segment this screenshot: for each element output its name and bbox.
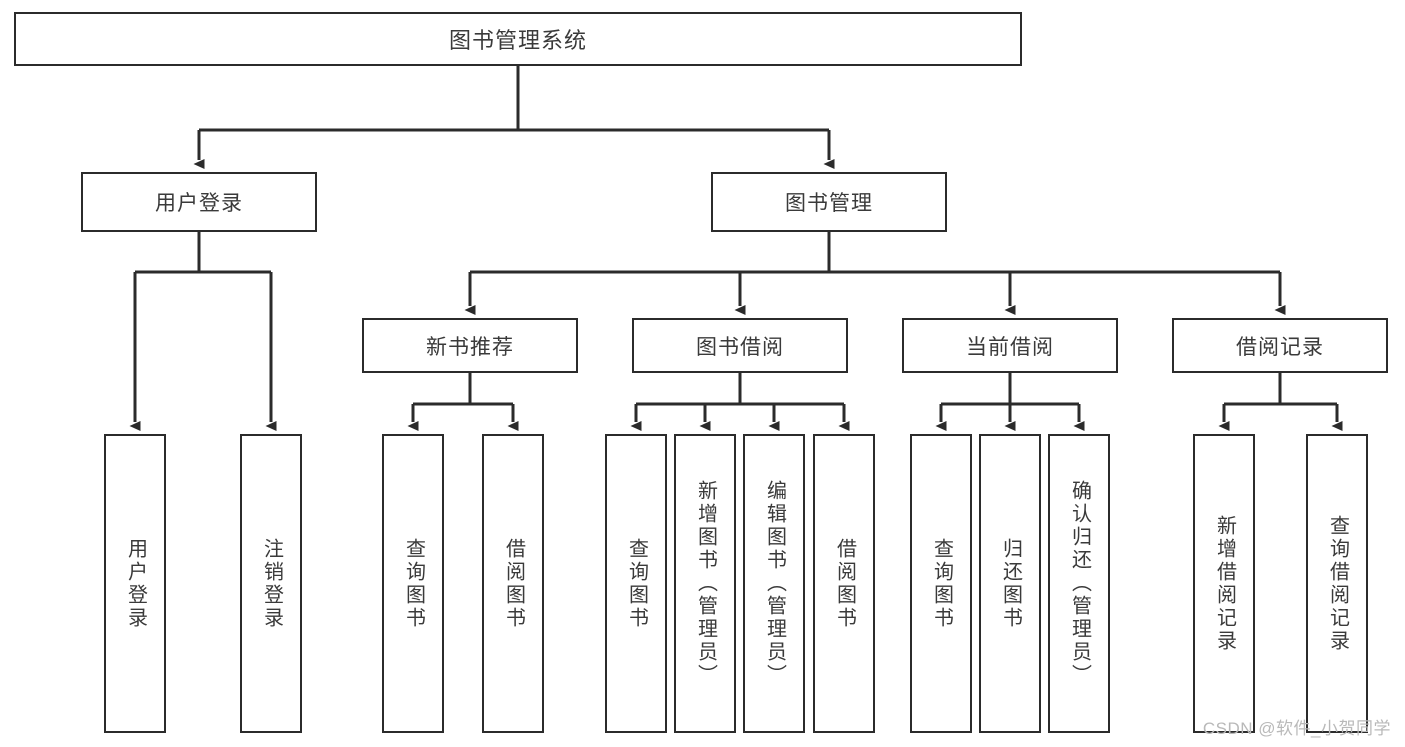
leaf-label: 归还图书 bbox=[999, 537, 1022, 630]
leaf-user-logout[interactable]: 注销登录 bbox=[240, 434, 302, 733]
leaf-label: 查询借阅记录 bbox=[1326, 514, 1349, 653]
leaf-record-query-record[interactable]: 查询借阅记录 bbox=[1306, 434, 1368, 733]
leaf-record-add-record[interactable]: 新增借阅记录 bbox=[1193, 434, 1255, 733]
node-book-borrow[interactable]: 图书借阅 bbox=[632, 318, 848, 373]
csdn-watermark: CSDN @软件_小贺同学 bbox=[1202, 719, 1391, 738]
node-label: 当前借阅 bbox=[966, 335, 1054, 359]
leaf-label: 借阅图书 bbox=[502, 537, 525, 630]
leaf-label: 查询图书 bbox=[930, 537, 953, 630]
leaf-label: 查询图书 bbox=[625, 537, 648, 630]
node-current-borrow[interactable]: 当前借阅 bbox=[902, 318, 1118, 373]
node-label: 借阅记录 bbox=[1236, 335, 1324, 359]
leaf-label: 编辑图书（管理员） bbox=[763, 480, 786, 687]
leaf-current-return-book[interactable]: 归还图书 bbox=[979, 434, 1041, 733]
leaf-recommend-borrow-book[interactable]: 借阅图书 bbox=[482, 434, 544, 733]
node-label: 图书借阅 bbox=[696, 335, 784, 359]
node-label: 用户登录 bbox=[155, 192, 243, 215]
leaf-label: 借阅图书 bbox=[833, 537, 856, 630]
node-label: 图书管理系统 bbox=[448, 28, 587, 53]
leaf-label: 新增图书（管理员） bbox=[694, 480, 717, 687]
node-root-system[interactable]: 图书管理系统 bbox=[14, 12, 1022, 66]
node-borrow-record[interactable]: 借阅记录 bbox=[1172, 318, 1388, 373]
leaf-current-query-book[interactable]: 查询图书 bbox=[910, 434, 972, 733]
leaf-borrow-add-book-admin[interactable]: 新增图书（管理员） bbox=[674, 434, 736, 733]
node-label: 图书管理 bbox=[785, 192, 873, 215]
leaf-current-confirm-return-admin[interactable]: 确认归还（管理员） bbox=[1048, 434, 1110, 733]
leaf-borrow-borrow-book[interactable]: 借阅图书 bbox=[813, 434, 875, 733]
leaf-borrow-edit-book-admin[interactable]: 编辑图书（管理员） bbox=[743, 434, 805, 733]
node-user-login[interactable]: 用户登录 bbox=[81, 172, 317, 232]
leaf-borrow-query-book[interactable]: 查询图书 bbox=[605, 434, 667, 733]
leaf-label: 查询图书 bbox=[402, 537, 425, 630]
leaf-label: 用户登录 bbox=[124, 537, 147, 630]
node-new-book-recommend[interactable]: 新书推荐 bbox=[362, 318, 578, 373]
node-label: 新书推荐 bbox=[426, 335, 514, 359]
leaf-label: 新增借阅记录 bbox=[1213, 514, 1236, 653]
node-book-management[interactable]: 图书管理 bbox=[711, 172, 947, 232]
leaf-label: 注销登录 bbox=[260, 537, 283, 630]
leaf-user-login[interactable]: 用户登录 bbox=[104, 434, 166, 733]
leaf-label: 确认归还（管理员） bbox=[1068, 480, 1091, 687]
leaf-recommend-query-book[interactable]: 查询图书 bbox=[382, 434, 444, 733]
